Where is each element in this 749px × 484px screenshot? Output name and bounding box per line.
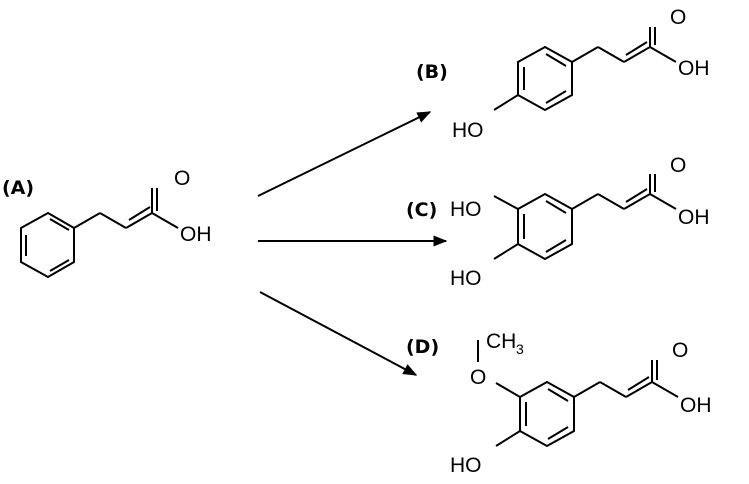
compound-c-ring — [517, 192, 573, 261]
compound-a-ring — [20, 211, 75, 279]
label-a: (A) — [2, 177, 34, 199]
compound-c: (C) O OH HO HO — [406, 154, 710, 290]
compound-c-ho-bottom: HO — [450, 267, 482, 290]
compound-b: (B) O OH HO — [416, 6, 710, 142]
compound-d-methyl-sub: 3 — [516, 341, 524, 357]
compound-d-methoxy-o: O — [470, 366, 486, 389]
label-b: (B) — [416, 61, 448, 83]
compound-a-oh: OH — [180, 223, 212, 246]
arrows — [257, 111, 448, 376]
arrow-to-d — [259, 291, 418, 376]
compound-d: (D) O OH O CH 3 HO — [406, 330, 712, 477]
compound-b-o: O — [670, 6, 686, 29]
arrow-to-b — [257, 111, 432, 197]
compound-b-chain — [571, 27, 677, 63]
compound-a-chain — [73, 188, 179, 229]
compound-d-chain — [573, 360, 679, 398]
label-c: (C) — [406, 199, 437, 221]
compound-c-ho-top: HO — [450, 198, 482, 221]
compound-b-oh: OH — [678, 57, 710, 80]
compound-b-ho: HO — [452, 119, 484, 142]
label-d: (D) — [406, 336, 439, 358]
compound-c-chain — [571, 174, 677, 210]
compound-a-o: O — [174, 167, 190, 190]
compound-a: (A) O OH — [2, 167, 212, 279]
compound-d-ring — [519, 380, 575, 448]
compound-c-o: O — [670, 154, 686, 177]
compound-d-ho: HO — [450, 454, 482, 477]
compound-d-o: O — [672, 339, 688, 362]
compound-d-oh: OH — [680, 394, 712, 417]
compound-c-oh: OH — [678, 206, 710, 229]
compound-b-ring — [517, 45, 573, 112]
compound-d-methyl-ch: CH — [486, 330, 516, 353]
